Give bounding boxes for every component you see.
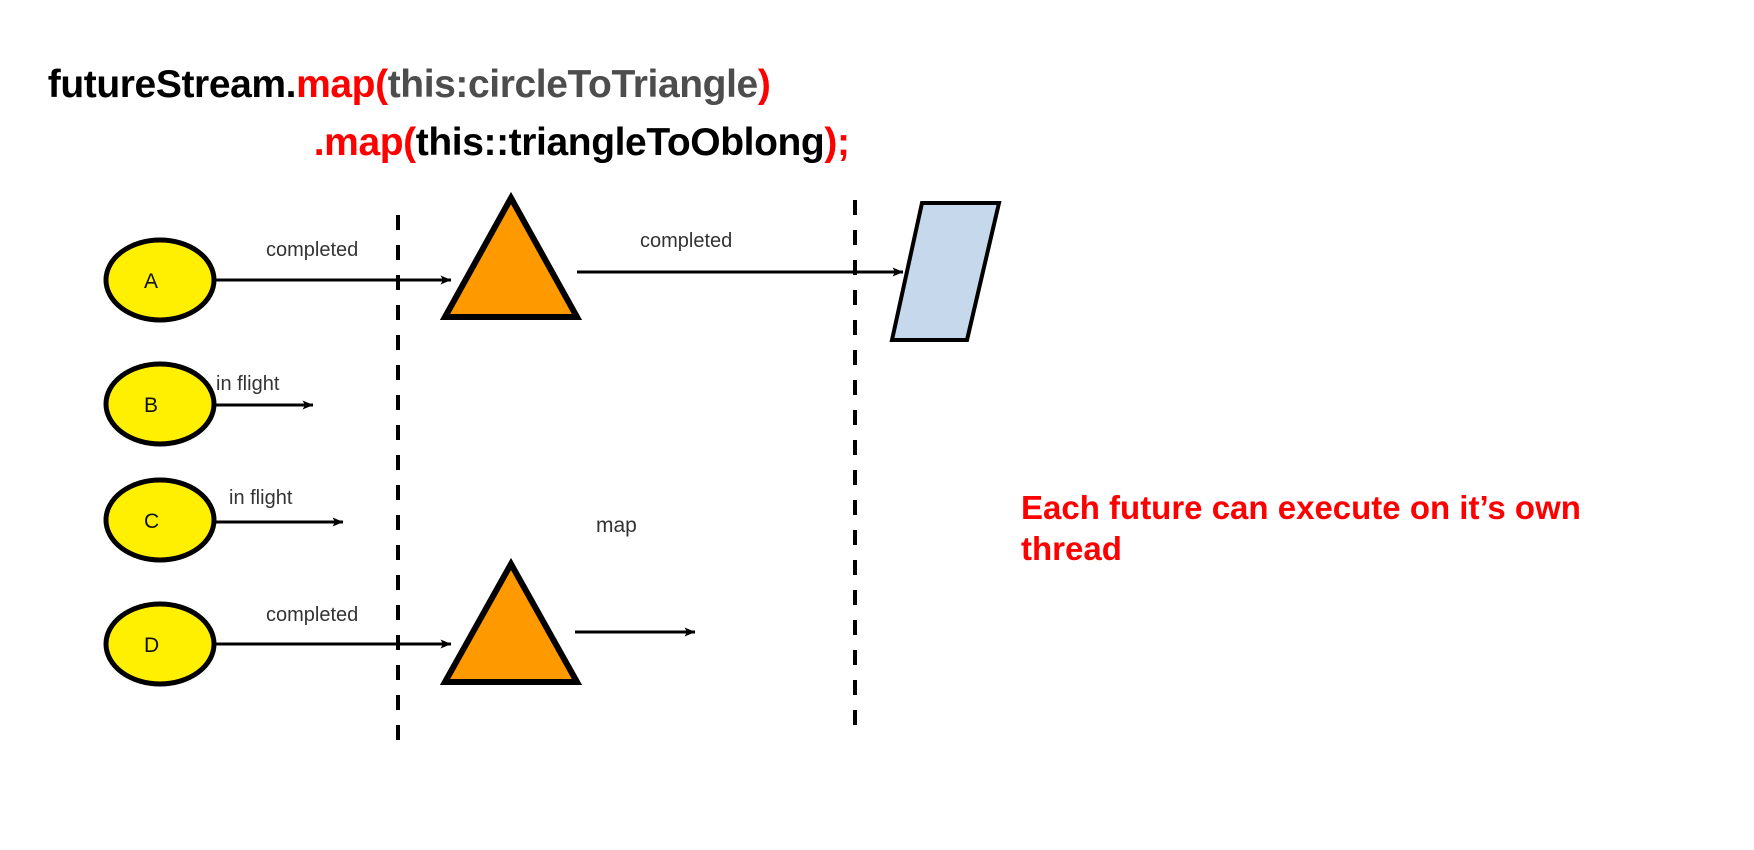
pipeline-diagram: map A completed completed B in flight C … [103, 191, 1002, 750]
code-token-method-ref-1: this:circleToTriangle [387, 63, 759, 106]
code-line-2: .map(this::triangleToOblong); [272, 74, 850, 212]
code-token-map-open-1: map( [296, 63, 388, 106]
future-circle-c-label: C [144, 510, 159, 533]
edge-label-c-1: in flight [229, 487, 293, 509]
code-token-paren-close-1: ) [757, 63, 771, 106]
code-token-paren-close-2: ); [824, 121, 850, 164]
triangle-shape-d[interactable] [439, 557, 583, 685]
annotation-text: Each future can execute on it’s own thre… [1021, 489, 1581, 567]
row-c: C in flight [103, 477, 344, 563]
future-circle-b[interactable] [103, 361, 217, 447]
future-circle-a[interactable] [103, 237, 217, 323]
code-line-1: futureStream.map(this:circleToTriangle) [6, 16, 771, 154]
future-circle-a-label: A [144, 270, 158, 293]
code-token-map-open-2: .map( [313, 121, 416, 164]
row-d: D completed [103, 557, 696, 687]
edge-label-b-1: in flight [216, 373, 280, 395]
future-circle-d-label: D [144, 634, 159, 657]
oblong-shape-a[interactable] [889, 201, 1002, 342]
edge-label-d-1: completed [266, 604, 358, 626]
edge-label-a-1: completed [266, 239, 358, 261]
future-circle-b-label: B [144, 394, 158, 417]
future-circle-c[interactable] [103, 477, 217, 563]
edge-label-a-2: completed [640, 230, 732, 252]
code-token-futurestream: futureStream. [47, 63, 297, 106]
code-token-method-ref-2: this::triangleToOblong [415, 121, 825, 164]
triangle-shape-a[interactable] [439, 191, 583, 320]
stage-label-map: map [596, 514, 637, 537]
row-b: B in flight [103, 361, 314, 447]
row-a: A completed completed [103, 191, 1002, 342]
future-circle-d[interactable] [103, 601, 217, 687]
